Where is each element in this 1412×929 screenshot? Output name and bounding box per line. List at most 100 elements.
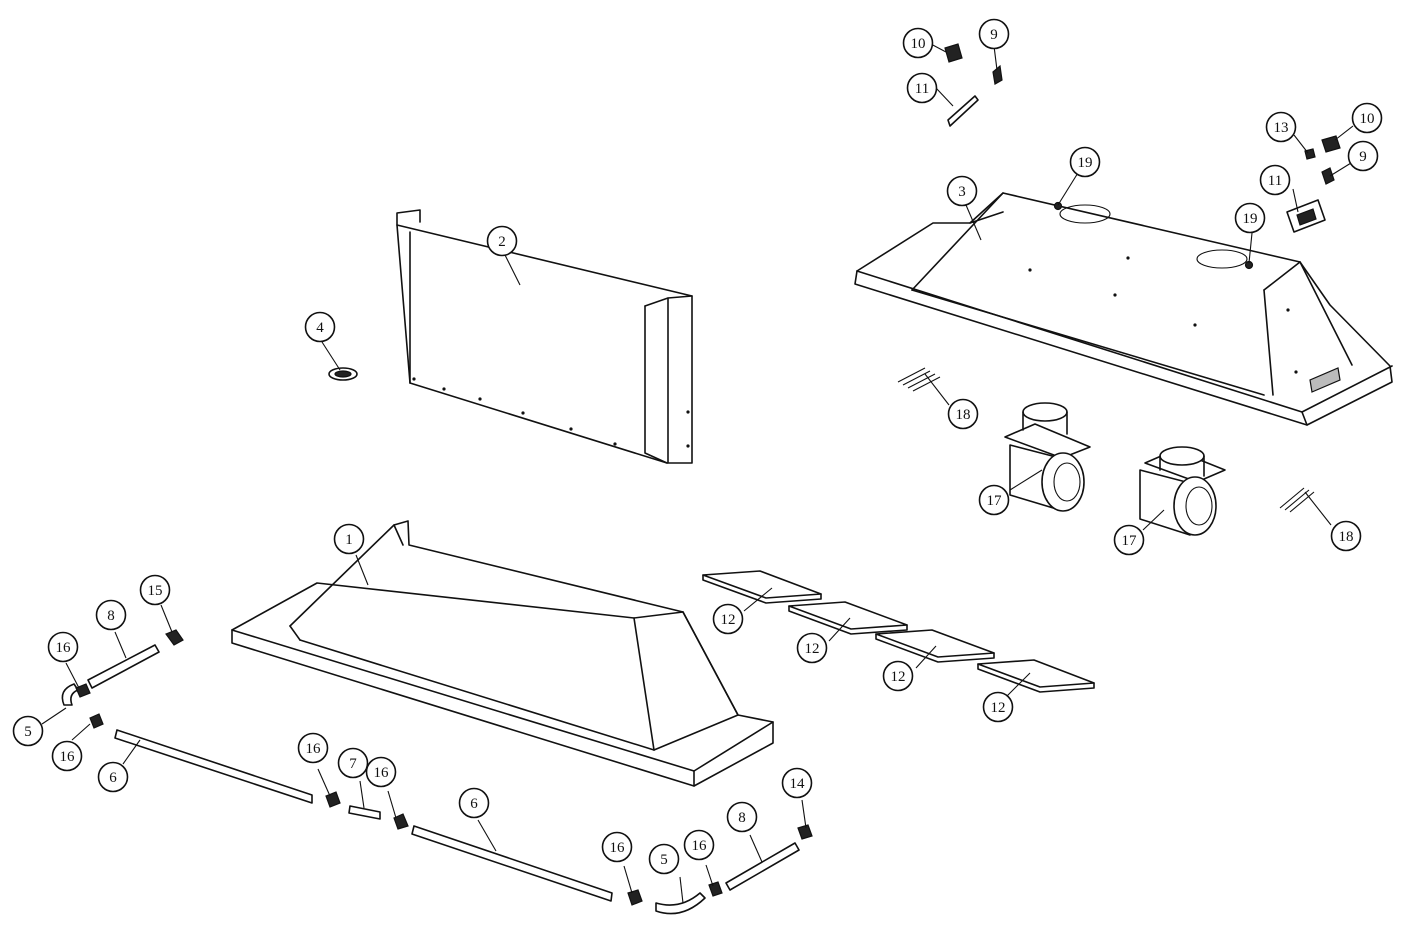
callout-label: 9	[1359, 149, 1367, 165]
callout-2: 2	[486, 225, 518, 257]
callout-circle	[726, 801, 758, 833]
callout-4: 4	[304, 311, 336, 343]
callout-12: 12	[712, 603, 744, 635]
callout-11: 11	[906, 72, 938, 104]
leader-line	[915, 645, 937, 669]
leader-line	[65, 662, 80, 689]
callout-label: 6	[109, 770, 117, 786]
callout-12: 12	[882, 660, 914, 692]
callout-1: 1	[333, 523, 365, 555]
leader-line	[679, 876, 684, 904]
callout-circle	[648, 843, 680, 875]
leader-line	[705, 864, 714, 887]
leader-line	[1304, 491, 1332, 526]
leader-line	[355, 554, 369, 586]
leader-line	[504, 254, 521, 286]
callout-label: 19	[1243, 211, 1258, 227]
callout-label: 16	[56, 640, 72, 656]
callout-circle	[601, 831, 633, 863]
callout-label: 1	[345, 532, 353, 548]
callout-5: 5	[12, 715, 44, 747]
part-back-panel	[396, 209, 693, 464]
callout-label: 12	[805, 641, 820, 657]
callout-label: 5	[660, 852, 668, 868]
leader-line	[965, 204, 982, 241]
leader-line	[993, 45, 998, 71]
callout-5: 5	[648, 843, 680, 875]
callout-label: 19	[1078, 155, 1093, 171]
callout-circle	[982, 691, 1014, 723]
callout-label: 8	[738, 810, 746, 826]
callout-label: 17	[1122, 533, 1138, 549]
callout-label: 7	[349, 756, 357, 772]
leader-line	[1329, 162, 1352, 177]
callout-label: 16	[60, 749, 76, 765]
callout-label: 16	[374, 765, 390, 781]
callout-label: 17	[987, 493, 1003, 509]
leader-line	[1248, 232, 1253, 264]
part-rails	[61, 644, 800, 915]
part-fittings	[75, 43, 1341, 906]
callout-15: 15	[139, 574, 171, 606]
callout-16: 16	[365, 756, 397, 788]
callout-18: 18	[1330, 520, 1362, 552]
leader-line	[359, 780, 365, 809]
callout-circle	[1259, 164, 1291, 196]
callout-circle	[906, 72, 938, 104]
callout-circle	[458, 787, 490, 819]
callout-circle	[297, 732, 329, 764]
callout-label: 5	[24, 724, 32, 740]
callout-circle	[946, 175, 978, 207]
callout-circle	[947, 398, 979, 430]
leader-line	[321, 341, 341, 371]
leader-line	[743, 587, 773, 612]
callout-label: 10	[911, 36, 926, 52]
leader-line	[114, 631, 127, 659]
callout-label: 12	[721, 612, 736, 628]
callouts	[41, 42, 1354, 904]
callout-circle	[365, 756, 397, 788]
callout-label: 11	[915, 81, 929, 97]
callout-label: 10	[1360, 111, 1375, 127]
callout-label: 3	[958, 184, 966, 200]
callout-label: 16	[692, 838, 708, 854]
leader-line	[924, 373, 950, 406]
callout-label: 16	[306, 741, 322, 757]
callout-16: 16	[51, 740, 83, 772]
callout-7: 7	[337, 747, 369, 779]
callout-circle	[486, 225, 518, 257]
callout-circle	[781, 767, 813, 799]
leader-line	[160, 604, 173, 633]
part-filters	[702, 570, 1095, 693]
callout-16: 16	[601, 831, 633, 863]
callout-circle	[1234, 202, 1266, 234]
leader-line	[387, 790, 397, 819]
callout-12: 12	[982, 691, 1014, 723]
callout-10: 10	[1351, 102, 1383, 134]
leader-line	[317, 768, 331, 797]
callout-label: 18	[956, 407, 971, 423]
leader-line	[1334, 125, 1354, 141]
callout-circle	[337, 747, 369, 779]
callout-circle	[1113, 524, 1145, 556]
callout-circle	[1351, 102, 1383, 134]
callout-19: 19	[1069, 146, 1101, 178]
callout-circle	[1265, 111, 1297, 143]
callout-circle	[1330, 520, 1362, 552]
callout-circle	[882, 660, 914, 692]
callout-label: 2	[498, 234, 506, 250]
callout-10: 10	[902, 27, 934, 59]
callout-label: 18	[1339, 529, 1354, 545]
callout-9: 9	[1347, 140, 1379, 172]
callout-6: 6	[458, 787, 490, 819]
callout-circle	[97, 761, 129, 793]
callout-circle	[1347, 140, 1379, 172]
callout-6: 6	[97, 761, 129, 793]
callout-13: 13	[1265, 111, 1297, 143]
callout-3: 3	[946, 175, 978, 207]
callout-circle	[333, 523, 365, 555]
callout-label: 8	[107, 608, 115, 624]
callout-label: 11	[1268, 173, 1282, 189]
callout-circle	[304, 311, 336, 343]
